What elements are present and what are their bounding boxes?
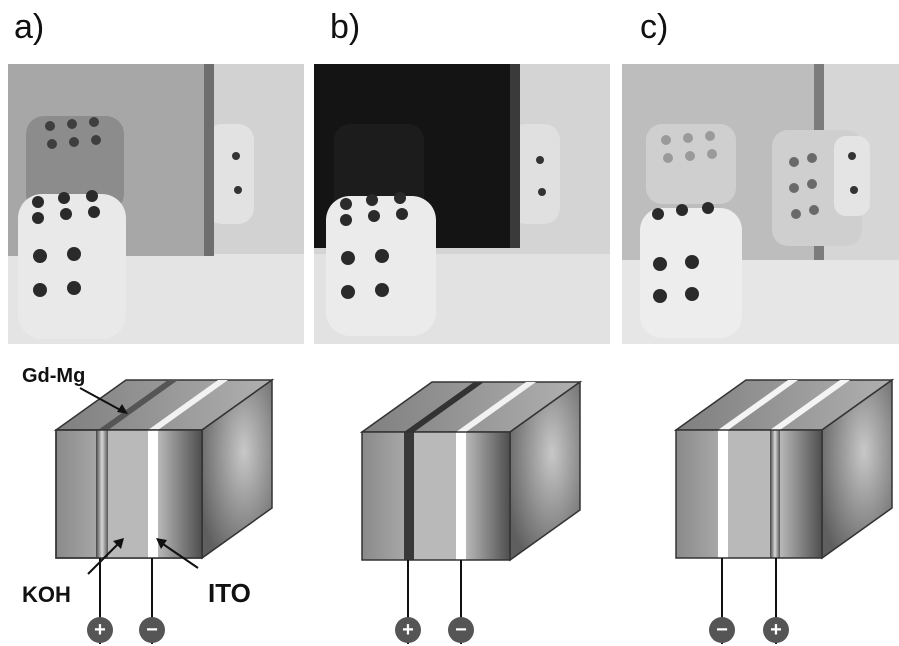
svg-text:+: + <box>402 619 414 641</box>
cell-diagram-a <box>53 378 275 644</box>
label-gd-mg: Gd-Mg <box>22 365 85 387</box>
label-koh: KOH <box>22 582 71 607</box>
terminal-c-right: + <box>763 617 789 643</box>
panel-label-a: a) <box>14 8 45 46</box>
svg-text:−: − <box>146 619 158 641</box>
photo-transparent-state <box>622 64 899 344</box>
svg-text:+: + <box>94 619 106 641</box>
panel-label-b: b) <box>330 8 361 46</box>
label-ito: ITO <box>208 578 251 608</box>
svg-text:+: + <box>770 619 782 641</box>
cell-diagram-c <box>673 378 895 644</box>
cell-diagram-b <box>359 380 583 644</box>
panel-label-c: c) <box>640 8 669 46</box>
terminal-c-left: − <box>709 617 735 643</box>
svg-text:−: − <box>455 619 467 641</box>
terminal-a-right: − <box>139 617 165 643</box>
terminal-b-right: − <box>448 617 474 643</box>
terminal-a-left: + <box>87 617 113 643</box>
svg-text:−: − <box>716 619 728 641</box>
photo-mirror-state <box>8 64 304 344</box>
photo-dark-state <box>314 64 610 344</box>
layer-diagrams: Gd-Mg KOH ITO <box>22 365 895 644</box>
terminal-b-left: + <box>395 617 421 643</box>
